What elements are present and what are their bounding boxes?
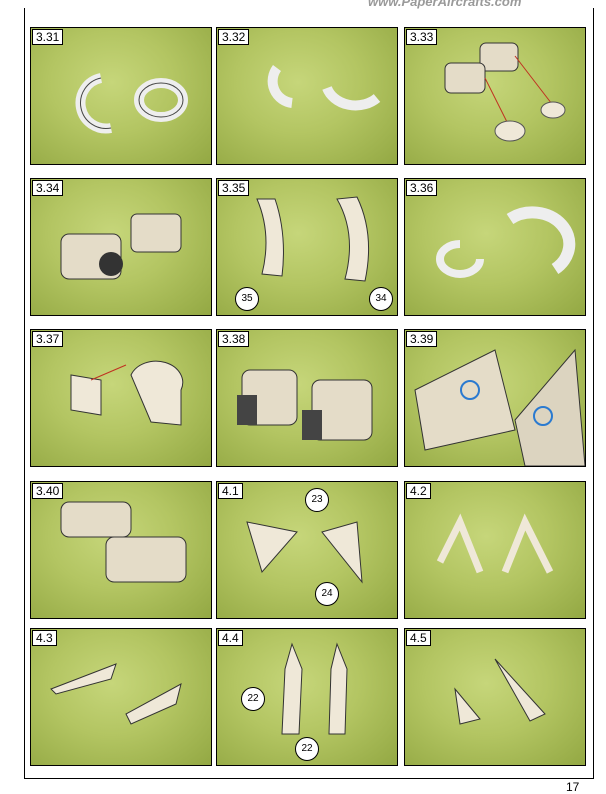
paper-parts-illustration [50, 663, 182, 725]
photo-4-3: 4.3 [30, 628, 212, 766]
photo-3-38: 3.38 [216, 329, 398, 467]
paper-strips-illustration [256, 196, 370, 282]
photo-3-33: 3.33 [404, 27, 586, 165]
photo-4-2: 4.2 [404, 481, 586, 619]
step-label: 3.40 [32, 483, 64, 499]
step-label: 4.3 [32, 630, 57, 646]
engine-illustration [237, 369, 373, 441]
photo-3-40: 3.40 [30, 481, 212, 619]
photo-3-32: 3.32 [216, 27, 398, 165]
photo-4-1: 4.1 23 24 [216, 481, 398, 619]
photo-3-34: 3.34 [30, 178, 212, 316]
step-label: 3.38 [218, 331, 250, 347]
paper-parts-illustration [436, 513, 554, 574]
callout-22: 22 [241, 687, 265, 711]
paper-parts-illustration [267, 65, 381, 111]
callout-23: 23 [305, 488, 329, 512]
callout-34: 34 [369, 287, 393, 311]
step-label: 3.37 [32, 331, 64, 347]
paper-strips-illustration [281, 642, 348, 735]
engine-parts-illustration [444, 42, 566, 142]
engine-illustration [60, 501, 187, 583]
photo-3-39: 3.39 [404, 329, 586, 467]
callout-24: 24 [315, 582, 339, 606]
photo-4-5: 4.5 [404, 628, 586, 766]
callout-22: 22 [295, 737, 319, 761]
step-label: 3.36 [406, 180, 438, 196]
engine-illustration [60, 213, 182, 280]
callout-35: 35 [235, 287, 259, 311]
paper-parts-illustration [436, 206, 576, 278]
step-label: 4.4 [218, 630, 243, 646]
engine-closeup-illustration [414, 348, 585, 466]
step-label: 3.34 [32, 180, 64, 196]
photo-3-37: 3.37 [30, 329, 212, 467]
step-label: 4.1 [218, 483, 243, 499]
page-number: 17 [566, 780, 580, 794]
step-label: 3.32 [218, 29, 250, 45]
paper-parts-illustration [454, 658, 546, 725]
paper-parts-illustration [75, 73, 188, 134]
step-label: 4.5 [406, 630, 431, 646]
photo-4-4: 4.4 22 22 [216, 628, 398, 766]
photo-3-31: 3.31 [30, 27, 212, 165]
step-label: 3.35 [218, 180, 250, 196]
paper-parts-illustration [246, 521, 363, 584]
header-url: www.PaperAircrafts.com [368, 0, 522, 9]
step-label: 3.33 [406, 29, 438, 45]
step-label: 4.2 [406, 483, 431, 499]
step-label: 3.31 [32, 29, 64, 45]
paper-parts-illustration [70, 360, 184, 426]
photo-3-35: 3.35 35 34 [216, 178, 398, 316]
step-label: 3.39 [406, 331, 438, 347]
photo-3-36: 3.36 [404, 178, 586, 316]
page-frame [24, 8, 594, 779]
